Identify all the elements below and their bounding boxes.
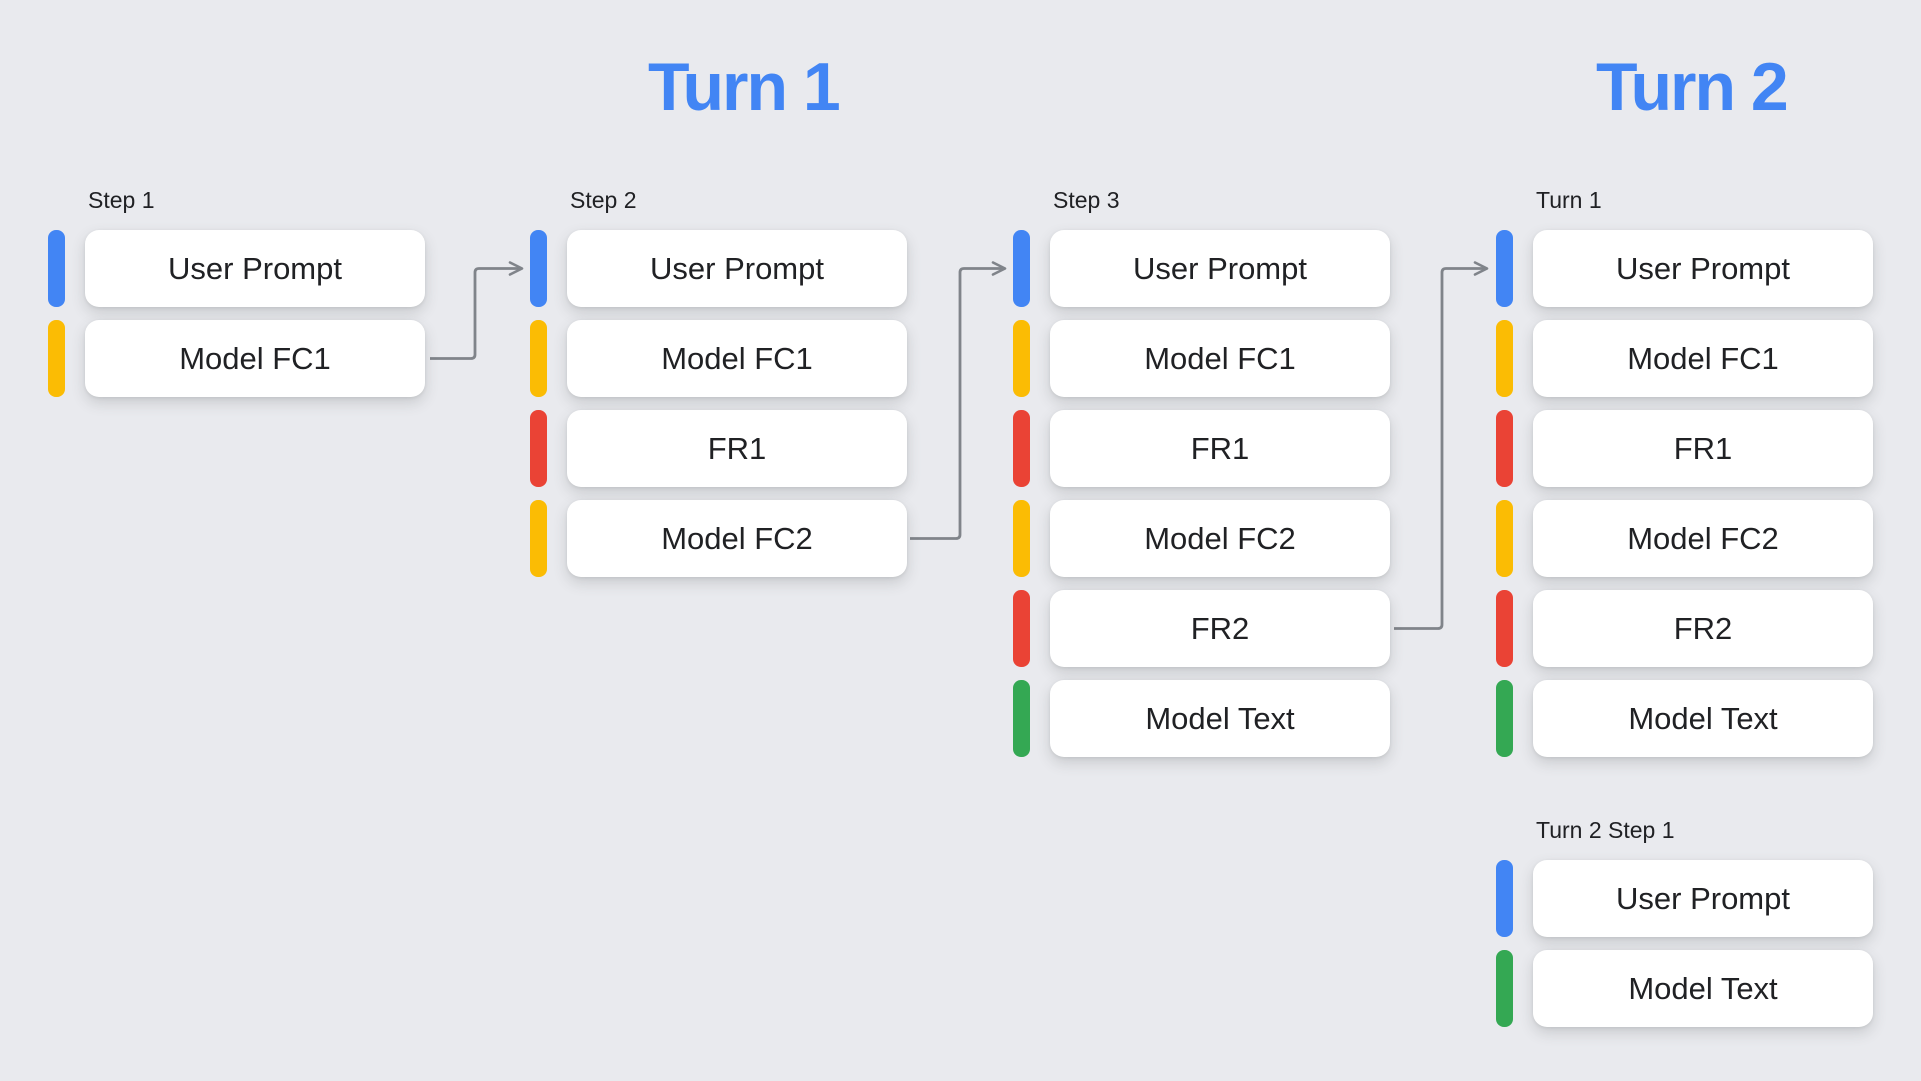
message-row: Model Text <box>1013 680 1390 757</box>
message-row: FR1 <box>530 410 907 487</box>
message-card: Model FC2 <box>1050 500 1390 577</box>
column-label: Turn 2 Step 1 <box>1536 817 1675 843</box>
message-row: User Prompt <box>1496 230 1873 307</box>
message-card: FR2 <box>1533 590 1873 667</box>
connector-step3-to-turn1 <box>1394 261 1489 630</box>
green-type-bar <box>1013 680 1030 757</box>
message-card: Model FC1 <box>85 320 425 397</box>
message-row: Model FC1 <box>1013 320 1390 397</box>
connector-step1-to-step2 <box>430 261 524 360</box>
yellow-type-bar <box>48 320 65 397</box>
message-card: User Prompt <box>1050 230 1390 307</box>
message-card: User Prompt <box>1533 230 1873 307</box>
red-type-bar <box>1496 590 1513 667</box>
message-card: User Prompt <box>567 230 907 307</box>
message-row: Model FC1 <box>530 320 907 397</box>
message-card: Model Text <box>1533 950 1873 1027</box>
yellow-type-bar <box>530 320 547 397</box>
column-label: Step 1 <box>88 187 155 213</box>
message-card: FR1 <box>1050 410 1390 487</box>
red-type-bar <box>1013 590 1030 667</box>
message-card: Model FC2 <box>1533 500 1873 577</box>
message-card: Model FC1 <box>1533 320 1873 397</box>
blue-type-bar <box>48 230 65 307</box>
column-label: Step 2 <box>570 187 637 213</box>
message-card: Model Text <box>1533 680 1873 757</box>
message-row: FR2 <box>1013 590 1390 667</box>
blue-type-bar <box>1496 230 1513 307</box>
message-row: FR1 <box>1013 410 1390 487</box>
message-card: FR1 <box>567 410 907 487</box>
message-row: Model FC2 <box>530 500 907 577</box>
message-card: Model FC1 <box>1050 320 1390 397</box>
message-row: FR2 <box>1496 590 1873 667</box>
yellow-type-bar <box>1496 500 1513 577</box>
blue-type-bar <box>1496 860 1513 937</box>
message-card: Model FC2 <box>567 500 907 577</box>
message-card: User Prompt <box>85 230 425 307</box>
message-row: User Prompt <box>48 230 425 307</box>
blue-type-bar <box>1013 230 1030 307</box>
yellow-type-bar <box>1496 320 1513 397</box>
message-row: FR1 <box>1496 410 1873 487</box>
yellow-type-bar <box>1013 500 1030 577</box>
message-card: FR2 <box>1050 590 1390 667</box>
green-type-bar <box>1496 950 1513 1027</box>
turn-1-title: Turn 1 <box>648 49 841 125</box>
column-label: Turn 1 <box>1536 187 1602 213</box>
column-label: Step 3 <box>1053 187 1120 213</box>
red-type-bar <box>1013 410 1030 487</box>
blue-type-bar <box>530 230 547 307</box>
message-row: User Prompt <box>530 230 907 307</box>
message-card: User Prompt <box>1533 860 1873 937</box>
message-row: User Prompt <box>1496 860 1873 937</box>
green-type-bar <box>1496 680 1513 757</box>
message-card: Model FC1 <box>567 320 907 397</box>
message-card: Model Text <box>1050 680 1390 757</box>
message-row: Model FC1 <box>48 320 425 397</box>
turn-2-title: Turn 2 <box>1596 49 1789 125</box>
red-type-bar <box>1496 410 1513 487</box>
connector-step2-to-step3 <box>910 261 1007 540</box>
message-row: User Prompt <box>1013 230 1390 307</box>
yellow-type-bar <box>530 500 547 577</box>
message-row: Model Text <box>1496 680 1873 757</box>
message-card: FR1 <box>1533 410 1873 487</box>
message-row: Model Text <box>1496 950 1873 1027</box>
red-type-bar <box>530 410 547 487</box>
message-row: Model FC2 <box>1013 500 1390 577</box>
message-row: Model FC2 <box>1496 500 1873 577</box>
yellow-type-bar <box>1013 320 1030 397</box>
message-row: Model FC1 <box>1496 320 1873 397</box>
